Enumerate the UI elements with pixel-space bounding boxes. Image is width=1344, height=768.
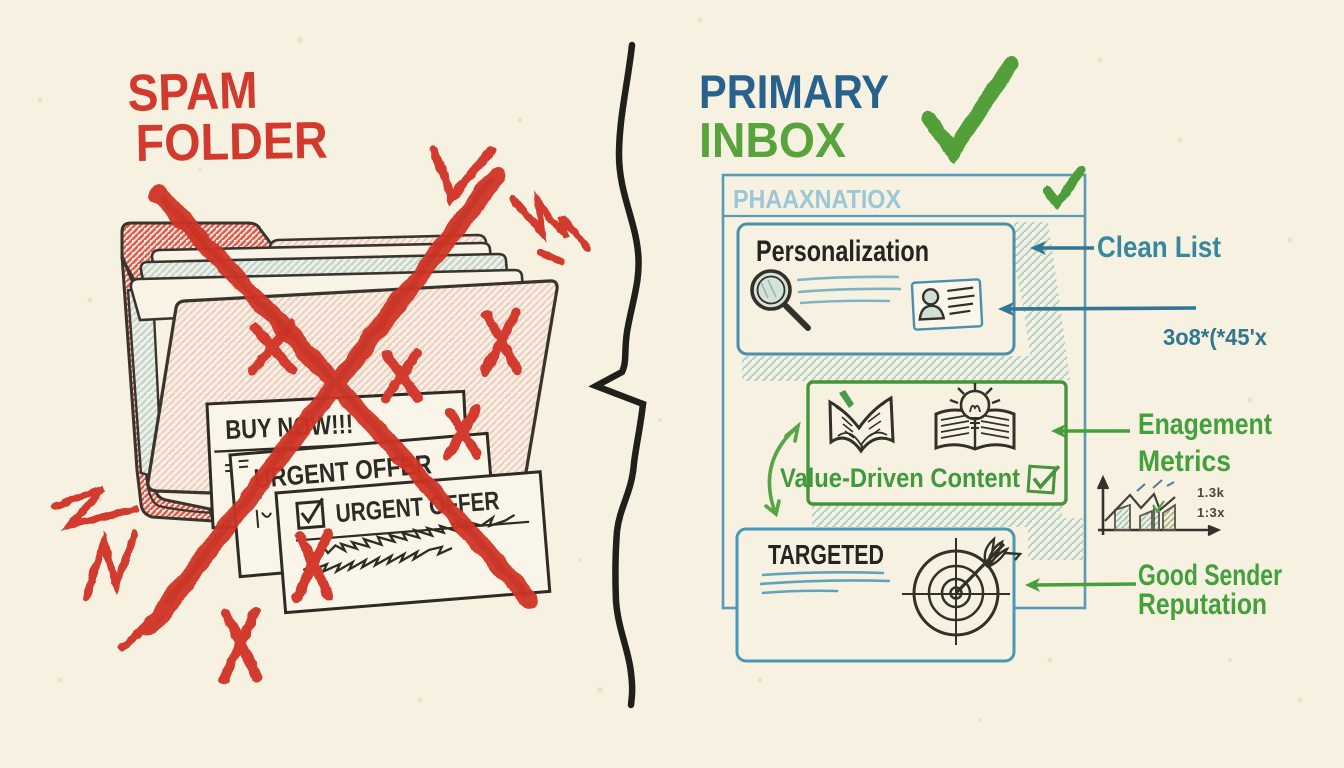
svg-text:3o8*(*45'x: 3o8*(*45'x [1163, 324, 1267, 350]
svg-text:Value-Driven Content: Value-Driven Content [780, 463, 1020, 493]
svg-text:PRIMARY: PRIMARY [699, 65, 889, 118]
svg-text:INBOX: INBOX [699, 114, 846, 168]
svg-text:Reputation: Reputation [1138, 588, 1267, 621]
svg-text:PHAAXNATIOX: PHAAXNATIOX [733, 184, 902, 214]
svg-text:SPAM: SPAM [127, 62, 258, 123]
svg-text:Good Sender: Good Sender [1138, 559, 1282, 592]
svg-text:FOLDER: FOLDER [135, 112, 328, 173]
svg-text:Enagement: Enagement [1138, 408, 1272, 441]
svg-text:1.3k: 1.3k [1197, 485, 1225, 500]
svg-text:Clean List: Clean List [1097, 231, 1221, 264]
svg-text:TARGETED: TARGETED [768, 539, 884, 570]
svg-text:Metrics: Metrics [1138, 445, 1231, 478]
svg-text:Personalization: Personalization [756, 235, 929, 268]
svg-text:1:3x: 1:3x [1197, 505, 1225, 520]
